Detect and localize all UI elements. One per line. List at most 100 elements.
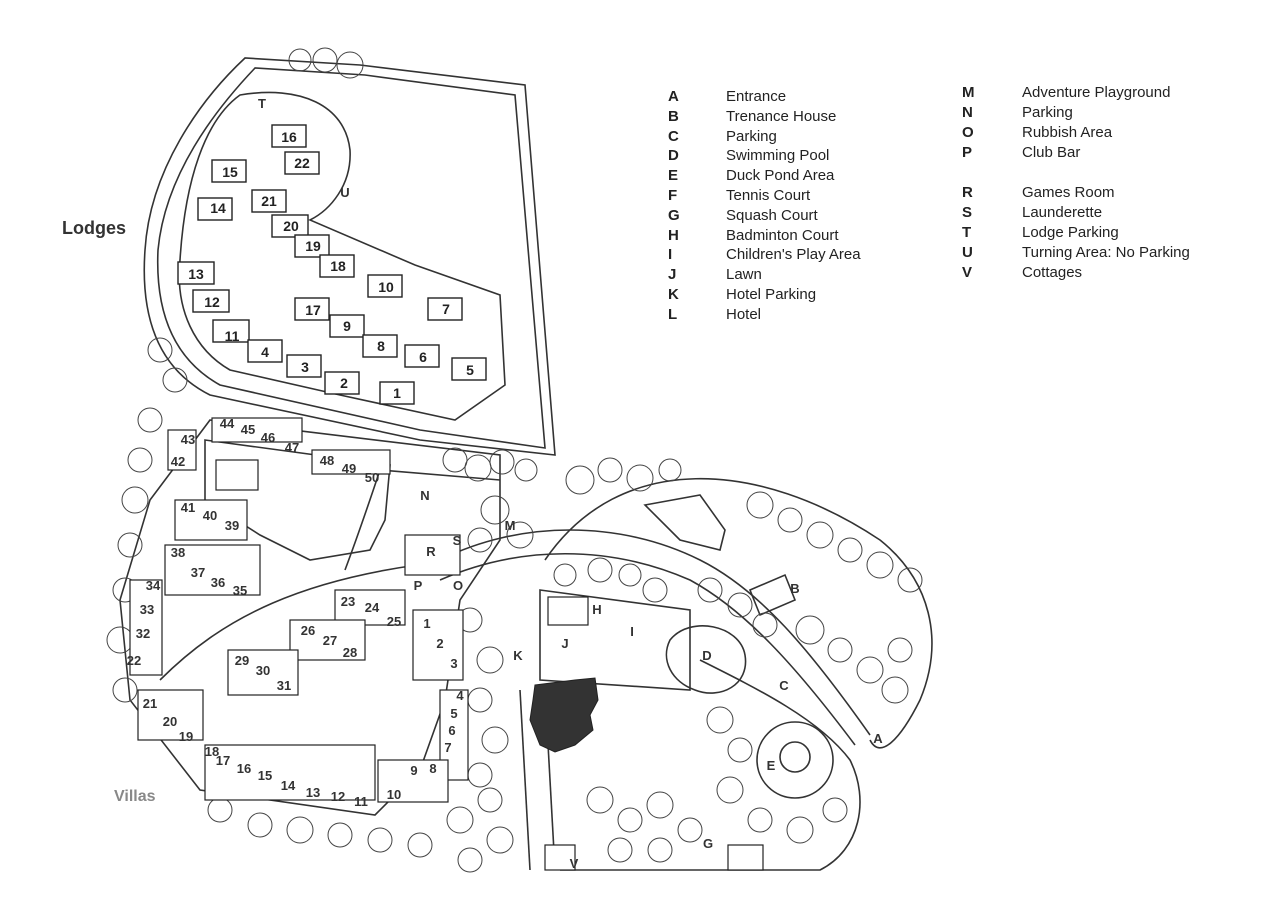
lodge-number: 8 [377,338,385,354]
villa-number: 8 [429,761,436,776]
villa-row [211,417,303,443]
lodge-unit[interactable] [329,314,365,338]
villa-row [289,619,366,661]
villa-number: 44 [220,416,235,431]
lodge-number: 10 [378,279,394,295]
villa-number: 41 [181,500,195,515]
villa-row [167,429,197,471]
legend-label: Games Room [1022,184,1115,201]
cottage [544,844,576,871]
legend-label: Club Bar [1022,144,1081,161]
villa-number: 16 [237,761,251,776]
legend-label: Swimming Pool [726,147,830,165]
legend-label: Trenance House [726,107,837,125]
villa-number: 48 [320,453,334,468]
lodge-unit[interactable] [271,124,307,148]
lodge-unit[interactable] [367,274,403,298]
club-building [404,534,461,576]
map-letter: T [258,96,266,111]
lodge-unit[interactable] [324,371,360,395]
lodge-unit[interactable] [319,254,355,278]
map-letter: O [453,578,463,593]
map-letter: A [873,731,883,746]
villa-number: 39 [225,518,239,533]
villa-number: 21 [143,696,157,711]
lodge-unit[interactable] [177,261,215,285]
lodge-unit[interactable] [271,214,309,238]
lodge-number: 21 [261,193,277,209]
map-letter: I [630,624,634,639]
villa-number: 34 [146,578,161,593]
legend-label: Rubbish Area [1022,124,1113,141]
villa-number: 20 [163,714,177,729]
legend-label: Cottages [1022,264,1083,281]
villa-number: 29 [235,653,249,668]
villa-row [137,689,204,741]
villa-number: 40 [203,508,217,523]
lodge-number: 15 [222,164,238,180]
villa-number: 42 [171,454,185,469]
villa-number: 18 [205,744,219,759]
lodge-number: 12 [204,294,220,310]
legend-key: C [668,127,679,145]
lodge-unit[interactable] [192,289,230,313]
lodge-unit[interactable] [247,339,283,363]
lodge-unit[interactable] [211,159,247,183]
lodge-number: 20 [283,218,299,234]
legend-key: E [668,167,679,185]
site-boundaries [119,57,933,871]
villa-number: 9 [410,763,417,778]
map-letter: D [702,648,711,663]
villa-number: 4 [456,688,464,703]
legend-key: A [668,88,679,105]
lodge-unit[interactable] [286,354,322,378]
legend-label: Badminton Court [726,226,839,244]
lodge-unit[interactable] [294,234,330,258]
lodge-unit[interactable] [197,197,233,221]
lodge-unit[interactable] [284,151,320,175]
map-letter: S [453,533,462,548]
map-letter: H [592,602,601,617]
villa-number: 6 [448,723,455,738]
lodge-number: 14 [210,200,226,216]
villa-row [204,744,376,801]
villa-number: 32 [136,626,150,641]
legend-key: S [962,204,973,221]
lodge-number: 4 [261,344,269,360]
villa-number: 43 [181,432,195,447]
villa-row [227,649,299,696]
lodge-number: 6 [419,349,427,365]
lodge-unit[interactable] [379,381,415,405]
legend-label: Entrance [726,88,787,105]
lodge-number: 2 [340,375,348,391]
lodge-number: 1 [393,385,401,401]
villa-number: 46 [261,430,275,445]
lodge-unit[interactable] [404,344,440,368]
hotel-building [529,677,599,753]
lodge-unit[interactable] [362,334,398,358]
lodge-unit[interactable] [294,297,330,321]
map-letter: G [703,836,713,851]
villa-number: 1 [423,616,430,631]
lodge-unit[interactable] [251,189,287,213]
lodge-unit[interactable] [212,319,250,343]
villa-row [311,449,391,475]
lodge-number: 5 [466,362,474,378]
map-letter: V [570,856,579,871]
lodge-unit[interactable] [451,357,487,381]
legend-key: T [962,224,972,241]
villa-row [334,589,406,626]
legend-label: Turning Area: No Parking [1022,244,1190,261]
villa-number: 47 [285,440,299,455]
villa-number: 30 [256,663,270,678]
map-letter: J [561,636,568,651]
map-letter: U [340,185,349,200]
villa-number: 12 [331,789,345,804]
lodge-unit[interactable] [427,297,463,321]
villa-number: 45 [241,422,255,437]
map-letter: N [420,488,429,503]
